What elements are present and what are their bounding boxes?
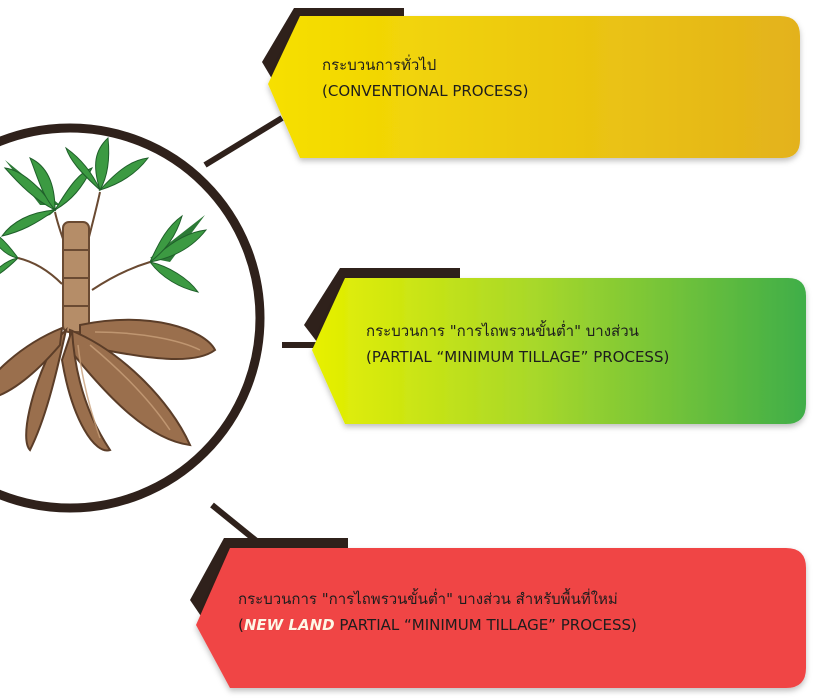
label-new-land-rest: PARTIAL “MINIMUM TILLAGE” PROCESS) (334, 616, 637, 634)
label-conventional: กระบวนการทั่วไป (CONVENTIONAL PROCESS) (322, 52, 528, 104)
card-conventional-body (268, 16, 800, 158)
label-conventional-english: (CONVENTIONAL PROCESS) (322, 82, 529, 100)
label-new-land-english: (NEW LAND PARTIAL “MINIMUM TILLAGE” PROC… (238, 612, 637, 638)
center-circle (0, 123, 265, 513)
cassava-root-icon (0, 136, 217, 452)
label-new-land-accent: NEW LAND (243, 616, 335, 634)
card-conventional (262, 8, 800, 158)
label-new-land-paren: ( (238, 616, 244, 634)
label-partial-english: (PARTIAL “MINIMUM TILLAGE” PROCESS) (366, 348, 670, 366)
card-new-land (190, 538, 806, 688)
card-new-land-body (196, 548, 806, 688)
label-partial-thai: กระบวนการ "การไถพรวนขั้นต่ำ" บางส่วน (366, 322, 639, 340)
label-conventional-thai: กระบวนการทั่วไป (322, 56, 437, 74)
label-new-land: กระบวนการ "การไถพรวนขั้นต่ำ" บางส่วน สำห… (238, 586, 637, 638)
label-partial: กระบวนการ "การไถพรวนขั้นต่ำ" บางส่วน (PA… (366, 318, 669, 370)
card-partial-body (312, 278, 806, 424)
label-new-land-thai: กระบวนการ "การไถพรวนขั้นต่ำ" บางส่วน สำห… (238, 590, 618, 608)
card-partial (304, 268, 806, 424)
connector-top (203, 115, 284, 168)
